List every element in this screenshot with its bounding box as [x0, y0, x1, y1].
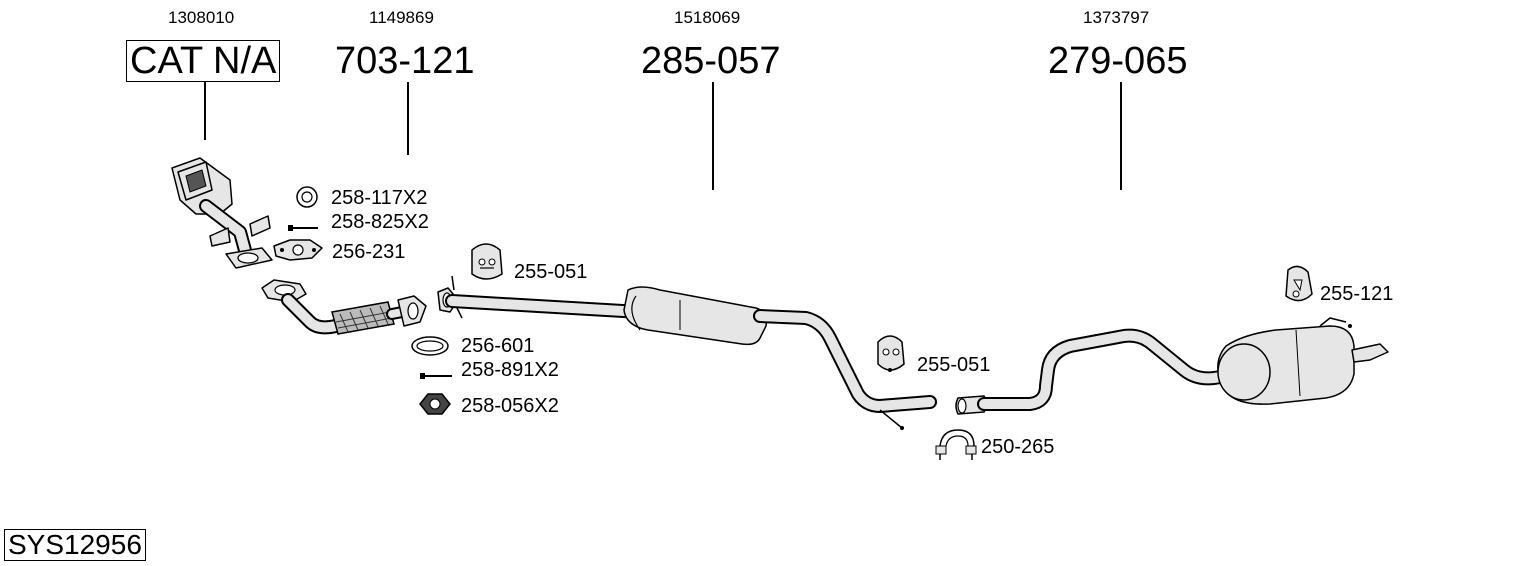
part-number-front-pipe[interactable]: 703-121 — [335, 40, 475, 82]
oe-number-front-pipe: 1149869 — [369, 8, 434, 27]
gasket-256-601 — [411, 336, 449, 356]
label-255-121[interactable]: 255-121 — [1320, 283, 1394, 305]
label-258-891[interactable]: 258-891X2 — [461, 359, 559, 381]
oe-number-middle-silencer: 1518069 — [674, 8, 741, 27]
rear-silencer-drawing — [955, 317, 1389, 415]
oe-number-rear-silencer: 1373797 — [1083, 8, 1150, 27]
label-250-265[interactable]: 250-265 — [981, 436, 1055, 458]
bolt-258-825 — [288, 225, 318, 231]
label-258-825[interactable]: 258-825X2 — [331, 211, 429, 233]
part-number-rear-silencer[interactable]: 279-065 — [1048, 40, 1188, 82]
catalytic-converter-drawing — [171, 157, 273, 269]
hanger-255-051-lower — [877, 335, 905, 372]
middle-silencer-drawing — [437, 275, 937, 430]
hanger-255-051-upper — [471, 243, 503, 280]
label-255-051-upper[interactable]: 255-051 — [514, 261, 588, 283]
part-number-middle-silencer[interactable]: 285-057 — [641, 40, 781, 82]
clamp-250-265 — [935, 429, 977, 460]
nut-258-056 — [419, 393, 451, 415]
label-255-051-lower[interactable]: 255-051 — [917, 354, 991, 376]
label-256-601[interactable]: 256-601 — [461, 335, 535, 357]
label-258-117[interactable]: 258-117X2 — [331, 187, 428, 209]
hanger-255-121 — [1285, 265, 1313, 302]
oe-number-cat: 1308010 — [168, 8, 235, 27]
label-256-231[interactable]: 256-231 — [332, 241, 406, 263]
ring-258-117 — [296, 186, 318, 208]
system-code: SYS12956 — [4, 529, 146, 561]
front-pipe-drawing — [261, 279, 427, 335]
bolt-258-891 — [420, 373, 452, 379]
gasket-256-231 — [273, 239, 323, 261]
label-258-056[interactable]: 258-056X2 — [461, 395, 559, 417]
part-number-cat[interactable]: CAT N/A — [126, 40, 281, 82]
